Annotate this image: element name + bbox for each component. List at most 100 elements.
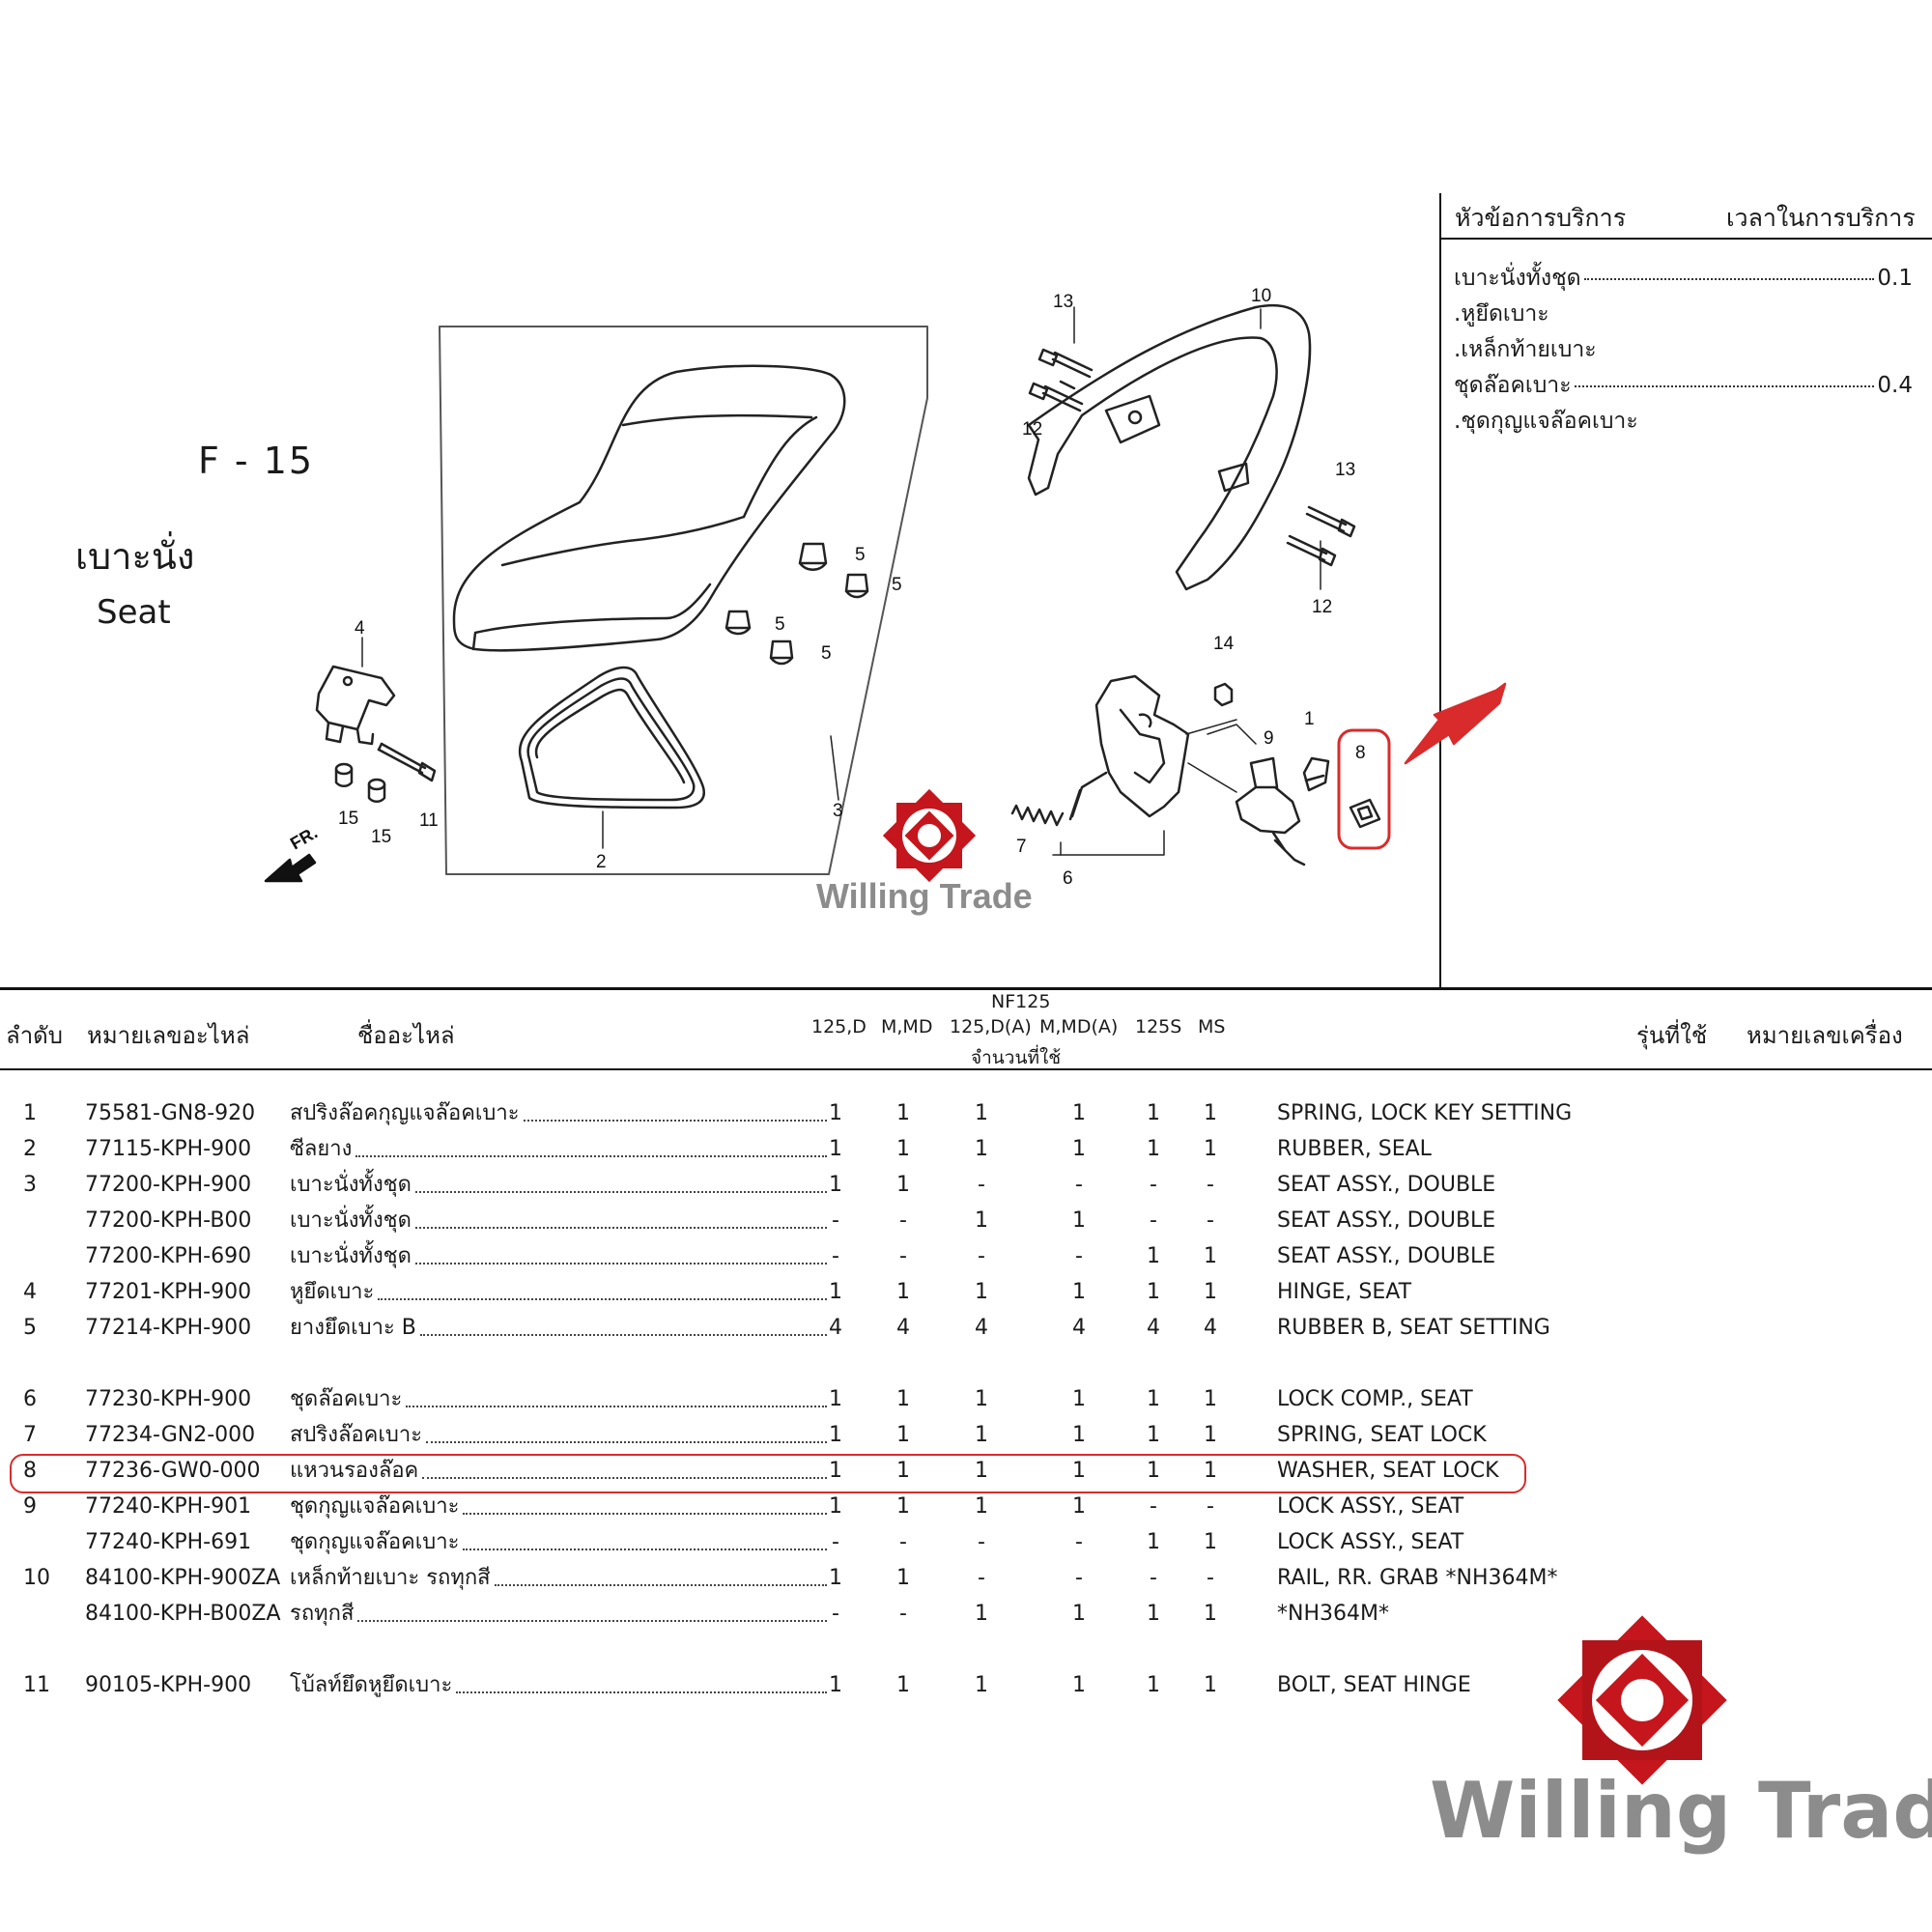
callout-5a: 5 — [855, 545, 866, 565]
qty-variant-1: - — [832, 1244, 839, 1268]
callout-2: 2 — [596, 852, 607, 872]
qty-variant-2: 4 — [896, 1316, 910, 1340]
qty-variant-4: 1 — [1072, 1101, 1086, 1125]
qty-variant-2: 1 — [896, 1101, 910, 1125]
qty-variant-1: - — [832, 1530, 839, 1554]
dot-leader — [414, 1194, 827, 1229]
col-header-variant-1: 125,D — [811, 1016, 867, 1037]
part-name-en: SPRING, LOCK KEY SETTING — [1277, 1101, 1573, 1125]
part-number: 77200-KPH-B00 — [85, 1208, 252, 1233]
callout-13a: 13 — [1053, 292, 1073, 312]
lock-key-spring-part — [1302, 756, 1330, 792]
part-name-cell: ซีลยาง — [290, 1132, 831, 1167]
watermark-text-large: Willing Trade — [1430, 1766, 1932, 1856]
qty-variant-5: 1 — [1147, 1530, 1160, 1554]
dot-leader — [357, 1587, 827, 1622]
qty-variant-4: - — [1075, 1530, 1083, 1554]
part-name-cell: ชุดกุญแจล๊อคเบาะ — [290, 1525, 831, 1560]
qty-variant-2: 1 — [896, 1494, 910, 1519]
part-number: 77200-KPH-690 — [85, 1244, 252, 1268]
qty-variant-6: - — [1207, 1566, 1214, 1590]
service-time-header: เวลาในการบริการ — [1726, 204, 1916, 232]
rubber-b-parts — [724, 542, 869, 666]
dot-leader — [494, 1551, 827, 1586]
dot-leader — [378, 1265, 827, 1300]
qty-variant-3: 1 — [975, 1208, 988, 1233]
qty-variant-5: 4 — [1147, 1316, 1160, 1340]
dot-leader — [1574, 385, 1875, 387]
col-header-engine-no: หมายเลขเครื่อง — [1747, 1022, 1903, 1049]
qty-variant-4: - — [1075, 1244, 1083, 1268]
qty-variant-6: 1 — [1204, 1602, 1217, 1626]
part-number: 77240-KPH-901 — [85, 1494, 252, 1519]
service-row: .หูยึดเบาะ — [1454, 297, 1913, 331]
callout-15b: 15 — [371, 827, 391, 847]
col-header-variant-5: 125S — [1135, 1016, 1182, 1037]
col-header-used-model: รุ่นที่ใช้ — [1636, 1022, 1708, 1049]
qty-variant-6: 4 — [1204, 1316, 1217, 1340]
qty-variant-4: 4 — [1072, 1316, 1086, 1340]
col-header-qty: จำนวนที่ใช้ — [971, 1047, 1062, 1068]
qty-variant-3: 1 — [975, 1423, 988, 1447]
part-name-cell: เบาะนั่งทั้งชุด — [290, 1239, 831, 1274]
callout-5d: 5 — [821, 643, 832, 664]
qty-variant-4: 1 — [1072, 1208, 1086, 1233]
qty-variant-4: 1 — [1072, 1423, 1086, 1447]
part-name-en: HINGE, SEAT — [1277, 1280, 1412, 1304]
part-name-th: ชุดกุญแจล๊อคเบาะ — [290, 1530, 460, 1554]
part-name-cell: รถทุกสี — [290, 1597, 831, 1632]
part-number: 77240-KPH-691 — [85, 1530, 252, 1554]
callout-13b: 13 — [1335, 460, 1355, 480]
qty-variant-3: 1 — [975, 1602, 988, 1626]
row-number: 11 — [23, 1673, 50, 1697]
service-row-label: .หูยึดเบาะ — [1454, 301, 1549, 327]
dot-leader — [426, 1408, 827, 1443]
part-name-th: เบาะนั่งทั้งชุด — [290, 1173, 412, 1197]
col-header-variant-4: M,MD(A) — [1039, 1016, 1119, 1037]
part-number: 77230-KPH-900 — [85, 1387, 252, 1411]
qty-variant-2: - — [899, 1602, 907, 1626]
qty-variant-1: 1 — [829, 1494, 842, 1519]
callout-9: 9 — [1264, 728, 1274, 749]
watermark-logo-large — [1557, 1615, 1727, 1785]
dot-leader — [422, 1444, 827, 1479]
qty-variant-4: - — [1075, 1566, 1083, 1590]
callout-5c: 5 — [775, 614, 785, 635]
part-name-cell: สปริงล๊อคกุญแจล๊อคเบาะ — [290, 1096, 831, 1131]
part-name-th: เหล็กท้ายเบาะ รถทุกสี — [290, 1566, 491, 1590]
part-name-th: ชุดล๊อคเบาะ — [290, 1387, 403, 1411]
part-name-en: RUBBER, SEAL — [1277, 1137, 1432, 1161]
col-header-variant-2: M,MD — [881, 1016, 933, 1037]
qty-variant-1: - — [832, 1208, 839, 1233]
part-number: 90105-KPH-900 — [85, 1673, 252, 1697]
qty-variant-4: 1 — [1072, 1494, 1086, 1519]
qty-variant-2: 1 — [896, 1459, 910, 1483]
qty-variant-3: 1 — [975, 1387, 988, 1411]
washer-highlight — [1337, 682, 1507, 850]
seat-assembly-frame — [439, 326, 928, 875]
qty-variant-6: 1 — [1204, 1387, 1217, 1411]
qty-variant-6: 1 — [1204, 1137, 1217, 1161]
service-row-label: ชุดล๊อคเบาะ — [1454, 373, 1572, 398]
qty-variant-6: 1 — [1204, 1459, 1217, 1483]
part-number: 77200-KPH-900 — [85, 1173, 252, 1197]
qty-variant-3: 1 — [975, 1494, 988, 1519]
dot-leader — [419, 1301, 827, 1336]
front-direction-arrow: FR. — [264, 823, 321, 883]
callout-6: 6 — [1063, 868, 1073, 889]
callout-12a: 12 — [1022, 419, 1042, 440]
qty-variant-6: 1 — [1204, 1101, 1217, 1125]
qty-variant-3: 1 — [975, 1459, 988, 1483]
qty-variant-5: 1 — [1147, 1459, 1160, 1483]
qty-variant-6: - — [1207, 1208, 1214, 1233]
callout-3: 3 — [833, 801, 843, 821]
qty-variant-1: 1 — [829, 1423, 842, 1447]
qty-variant-1: 1 — [829, 1566, 842, 1590]
part-name-en: SPRING, SEAT LOCK — [1277, 1423, 1487, 1447]
qty-variant-2: - — [899, 1208, 907, 1233]
qty-variant-1: 1 — [829, 1137, 842, 1161]
